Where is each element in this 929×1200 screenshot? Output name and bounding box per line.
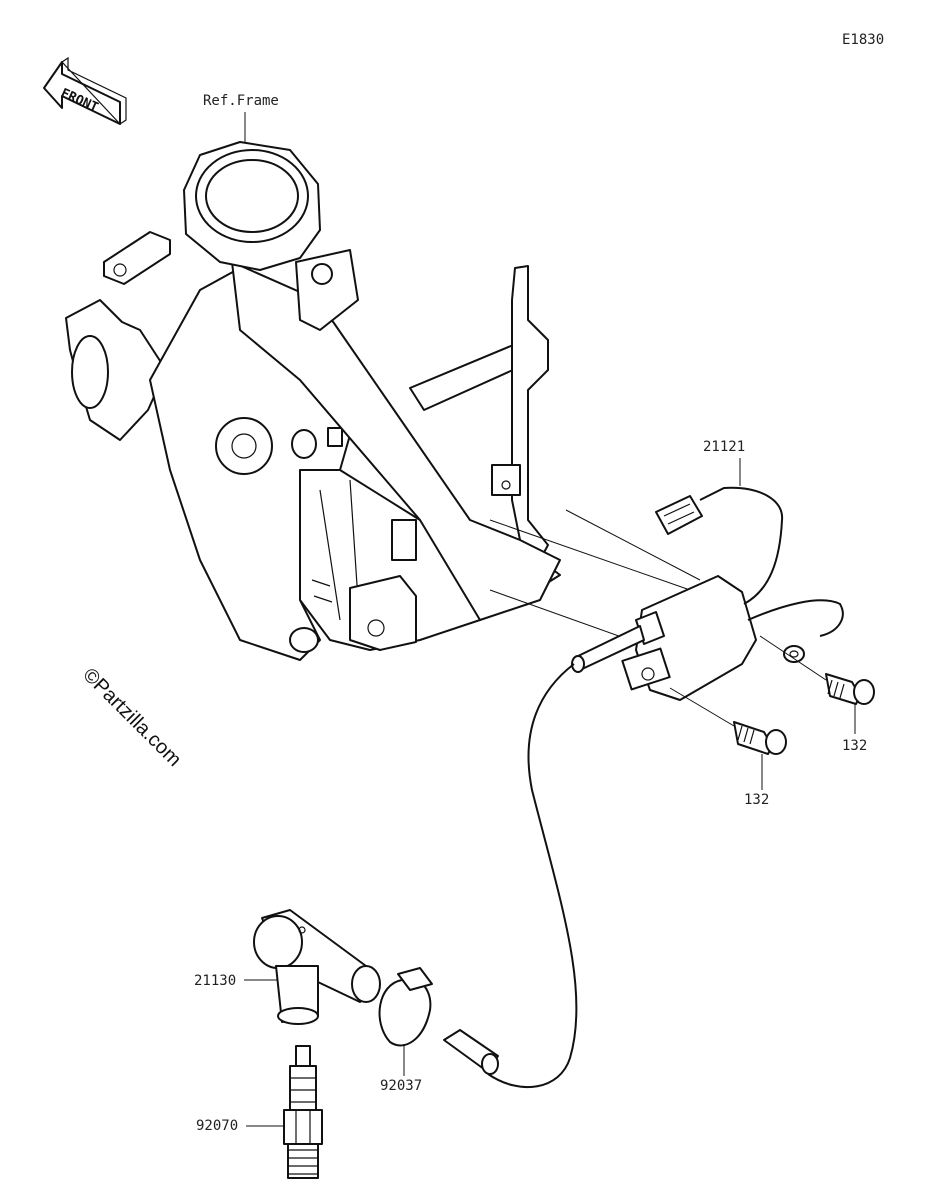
watermark: ©Partzilla.com: [78, 664, 185, 771]
bolt-lower: [733, 721, 787, 755]
frame-assembly: [65, 141, 561, 661]
callout-plug-cap: 21130: [194, 973, 236, 989]
callout-bolt-right: 132: [842, 738, 867, 754]
lead-end-sleeve: [443, 1029, 499, 1075]
guide-line: [565, 509, 701, 581]
callout-coil: 21121: [703, 439, 745, 455]
spark-plug: [283, 1045, 323, 1179]
spark-plug-cap: [253, 909, 381, 1025]
front-arrow-icon: FRONT: [43, 56, 127, 125]
guide-line: [489, 589, 631, 641]
diagram-code: E1830: [842, 32, 884, 48]
guide-line: [669, 687, 735, 727]
callout-bolt-lower: 132: [744, 792, 769, 808]
high-tension-lead: [487, 663, 578, 1088]
callout-ref-frame: Ref.Frame: [203, 93, 279, 109]
ignition-coil: [571, 486, 844, 701]
callout-spark-plug: 92070: [196, 1118, 238, 1134]
callout-clamp: 92037: [380, 1078, 422, 1094]
clamp: [378, 967, 433, 1047]
bolt-right: [825, 673, 875, 705]
guide-line: [489, 519, 691, 591]
guide-line: [759, 635, 827, 681]
